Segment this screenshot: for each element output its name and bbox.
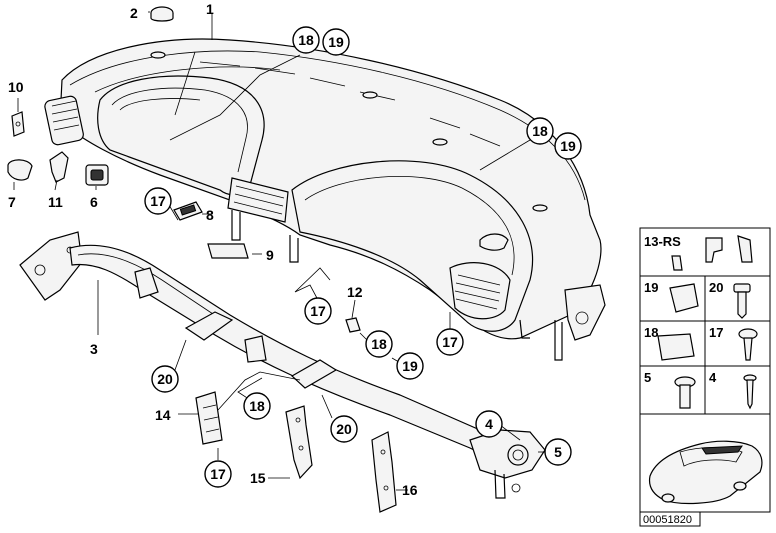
svg-text:17: 17 (310, 303, 326, 319)
svg-text:18: 18 (249, 398, 265, 414)
svg-text:20: 20 (157, 371, 173, 387)
svg-text:18: 18 (644, 325, 658, 340)
diagram-id: 00051820 (643, 514, 692, 526)
callout-5: 5 (544, 438, 572, 466)
label-10: 10 (8, 79, 24, 95)
label-3: 3 (90, 341, 98, 357)
callout-20-left: 20 (151, 365, 179, 393)
callout-19-right: 19 (554, 132, 582, 160)
svg-text:17: 17 (709, 325, 723, 340)
svg-text:4: 4 (709, 370, 717, 385)
callout-18-lower: 18 (243, 392, 271, 420)
cover-part-7 (7, 159, 33, 181)
circled-labels: 18 19 18 19 17 17 17 18 19 20 18 20 17 4… (144, 26, 582, 488)
label-15: 15 (250, 470, 266, 486)
callout-19-mid: 19 (396, 352, 424, 380)
svg-text:17: 17 (150, 193, 166, 209)
svg-text:19: 19 (328, 34, 344, 50)
svg-text:20: 20 (709, 280, 723, 295)
hardware-panel: 13-RS 19 20 18 17 5 4 (639, 227, 771, 527)
callout-4: 4 (475, 410, 503, 438)
svg-text:17: 17 (210, 466, 226, 482)
leader-lines (13, 11, 546, 491)
panel-header: 13-RS (644, 234, 681, 249)
part-labels: 2 1 10 7 11 6 8 9 3 12 14 15 16 (8, 1, 418, 498)
callout-18-top: 18 (292, 26, 320, 54)
bracket-part-16 (371, 431, 397, 513)
switch-part-6 (85, 164, 109, 186)
label-7: 7 (8, 194, 16, 210)
switch-part-8 (173, 201, 203, 221)
cross-beam (19, 231, 546, 499)
bracket-part-10 (11, 111, 25, 137)
car-silhouette (648, 440, 763, 505)
label-2: 2 (130, 5, 138, 21)
diagram-id-box (639, 511, 701, 527)
bracket-part-14 (195, 391, 223, 445)
label-14: 14 (155, 407, 171, 423)
svg-text:5: 5 (554, 444, 562, 460)
callout-17-mid: 17 (304, 297, 332, 325)
bracket-part-11 (49, 151, 69, 183)
bracket-part-15 (285, 405, 313, 480)
label-12: 12 (347, 284, 363, 300)
dashboard (44, 38, 606, 361)
label-8: 8 (206, 207, 214, 223)
callout-17-upper: 17 (144, 187, 172, 215)
clip-part-12 (345, 317, 361, 333)
callout-17-lower: 17 (204, 460, 232, 488)
svg-text:19: 19 (402, 358, 418, 374)
label-1: 1 (206, 1, 214, 17)
svg-text:19: 19 (560, 138, 576, 154)
svg-text:5: 5 (644, 370, 651, 385)
svg-text:18: 18 (532, 123, 548, 139)
callout-20-lower: 20 (330, 415, 358, 443)
svg-text:20: 20 (336, 421, 352, 437)
callout-18-mid: 18 (365, 330, 393, 358)
svg-text:17: 17 (442, 334, 458, 350)
cap-part-2 (150, 6, 174, 22)
label-9: 9 (266, 247, 274, 263)
svg-text:18: 18 (371, 336, 387, 352)
callout-19-top: 19 (322, 28, 350, 56)
cover-part-9 (207, 243, 249, 259)
panel-cell-5 (639, 365, 706, 415)
svg-text:18: 18 (298, 32, 314, 48)
callout-17-right: 17 (436, 328, 464, 356)
svg-text:4: 4 (485, 416, 493, 432)
panel-cell-4 (704, 365, 771, 415)
label-6: 6 (90, 194, 98, 210)
label-16: 16 (402, 482, 418, 498)
svg-text:19: 19 (644, 280, 658, 295)
label-11: 11 (48, 194, 63, 210)
panel-cell-17 (704, 320, 771, 367)
callout-18-right: 18 (526, 117, 554, 145)
